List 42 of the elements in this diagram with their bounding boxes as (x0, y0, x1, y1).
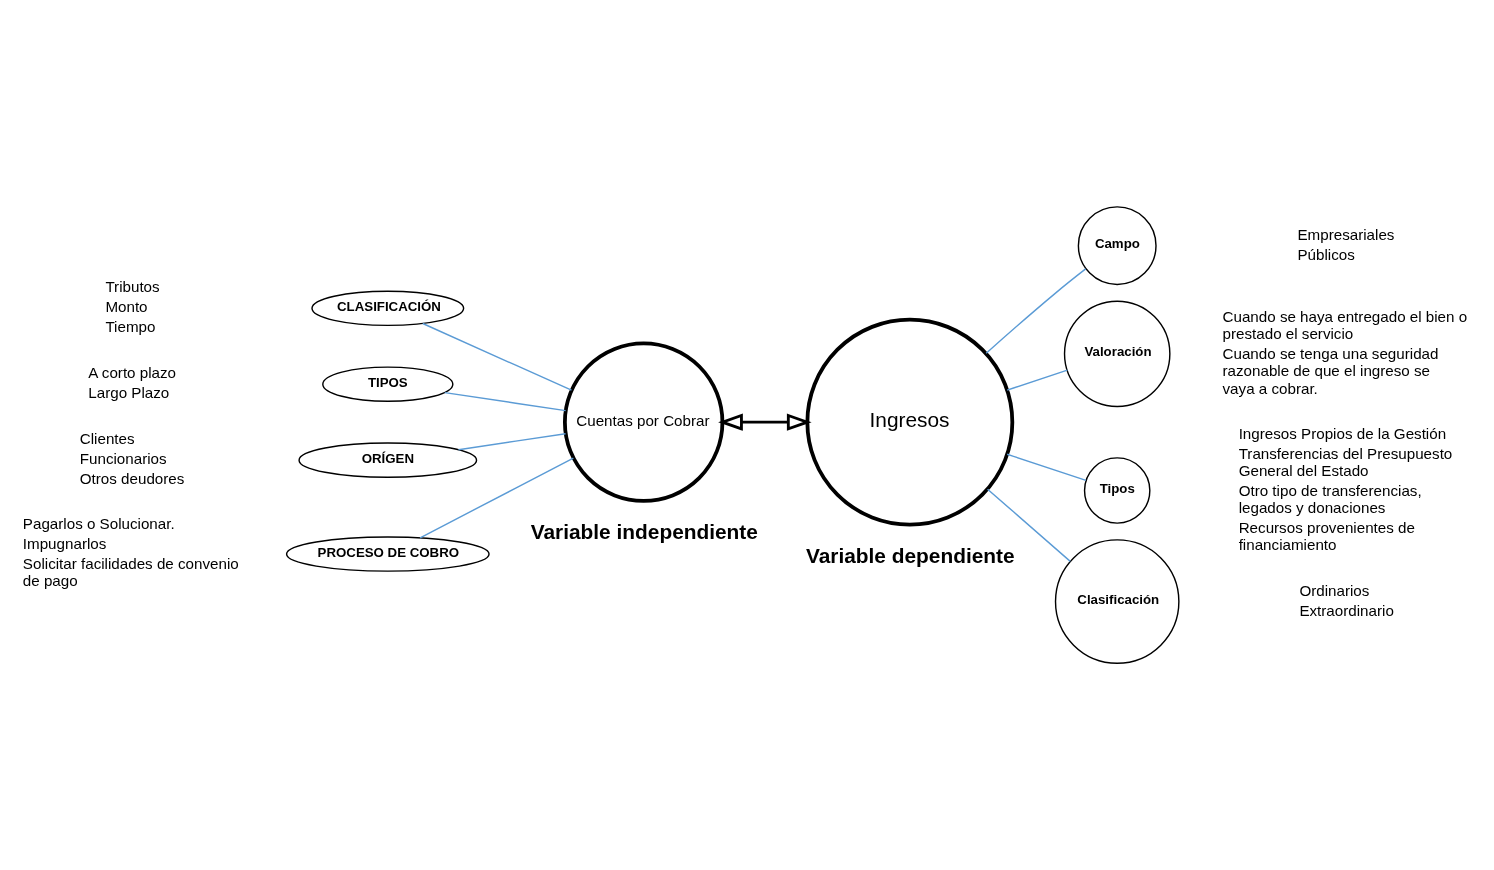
node-label: Impugnarlos (22, 535, 107, 553)
node-label: Clientes (79, 429, 135, 447)
connector (986, 488, 1071, 563)
node-label: Extraordinario (1299, 601, 1394, 619)
node-label: Otro tipo de transferencias, legados y donaciones (1238, 482, 1422, 517)
node-circle: Tipos (1083, 457, 1151, 524)
node-label: Cuando se haya entregado el bien o prestado el servicio (1222, 308, 1468, 343)
node-label: Ingresos Propios de la Gestión (1238, 425, 1447, 443)
node-label: Transferencias del Presupuesto General del Estado (1238, 444, 1453, 480)
node-circle: Campo (1077, 206, 1157, 286)
node-label: Cuando se tenga una seguridad razonable de que el ingreso se vaya a cobrar. (1222, 345, 1439, 397)
label: Variable independiente (530, 520, 758, 544)
node-circle: Ingresos (805, 317, 1015, 527)
node-circle: Cuentas por Cobrar (563, 341, 725, 503)
node-label: Ordinarios (1299, 581, 1370, 599)
node-label: Solicitar facilidades de convenio de pago (22, 555, 239, 590)
node-label: Largo Plazo (88, 384, 170, 402)
node-ellipse: TIPOS (322, 366, 454, 402)
node-label: Tiempo (105, 317, 156, 335)
node-label: Empresariales (1297, 225, 1395, 243)
node-label: A corto plazo (88, 364, 177, 382)
connector (444, 391, 567, 412)
arrow (718, 413, 812, 431)
node-ellipse: PROCESO DE COBRO (285, 536, 490, 572)
connector (1006, 453, 1087, 482)
node-label: Recursos provenientes de financiamiento (1238, 519, 1415, 554)
node-label: Tributos (105, 277, 160, 295)
node-label: Funcionarios (79, 449, 167, 467)
node-label: Públicos (1297, 245, 1355, 263)
connector (422, 322, 573, 391)
node-label: Otros deudores (79, 469, 185, 487)
connector (457, 433, 567, 451)
node-ellipse: CLASIFICACIÓN (311, 290, 465, 327)
node-ellipse: ORÍGEN (298, 442, 478, 478)
label: Variable dependiente (805, 544, 1015, 568)
connector (985, 268, 1087, 354)
connector (1006, 369, 1069, 391)
node-circle: Valoración (1063, 300, 1171, 408)
node-circle: Clasificación (1054, 539, 1180, 664)
node-label: Monto (105, 297, 148, 315)
connector (419, 457, 575, 539)
node-label: Pagarlos o Solucionar. (22, 515, 175, 533)
